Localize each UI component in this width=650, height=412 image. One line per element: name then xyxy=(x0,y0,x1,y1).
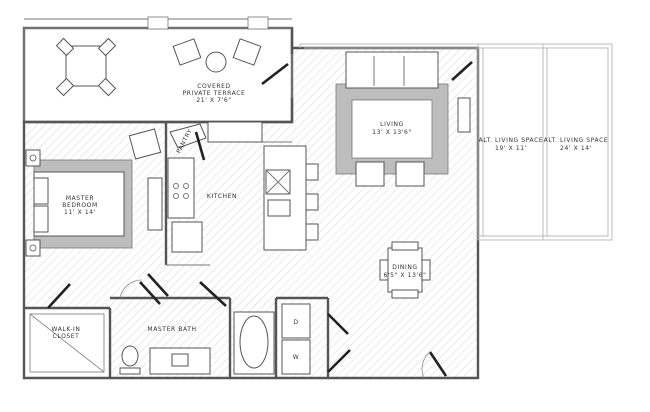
alt-living-2-size: 24' X 14' xyxy=(560,145,592,152)
bedroom-furniture xyxy=(25,128,163,257)
washer-label: W xyxy=(293,354,300,361)
dining-furniture xyxy=(379,241,431,299)
bath-fixtures xyxy=(29,303,311,375)
alt-living-2-label: ALT. LIVING SPACE xyxy=(544,137,609,144)
master-bath-label: MASTER BATH xyxy=(147,326,196,333)
living-furniture xyxy=(335,51,471,187)
kitchen-fixtures xyxy=(167,121,319,253)
kitchen-label: KITCHEN xyxy=(207,193,237,200)
dryer-label: D xyxy=(293,319,298,326)
terrace-table-set xyxy=(55,37,262,97)
alt-living-spaces xyxy=(299,43,613,241)
room-labels: COVERED PRIVATE TERRACE 21' X 7'6" LIVIN… xyxy=(52,83,609,361)
covered-terrace xyxy=(22,16,294,124)
living-label: LIVING xyxy=(380,121,404,128)
terrace-label-line1: COVERED xyxy=(197,83,230,90)
dining-label: DINING xyxy=(392,264,417,271)
doors xyxy=(47,61,473,379)
terrace-label-line2: PRIVATE TERRACE xyxy=(183,90,246,97)
terrace-size: 21' X 7'6" xyxy=(196,97,231,104)
walk-in-closet-label-line1: WALK-IN xyxy=(52,326,81,333)
walk-in-closet-label-line2: CLOSET xyxy=(53,333,80,340)
master-bedroom-label-line2: BEDROOM xyxy=(62,202,98,209)
living-size: 13' X 13'6" xyxy=(372,129,412,136)
master-bedroom-label-line1: MASTER xyxy=(66,195,94,202)
alt-living-1-size: 19' X 11' xyxy=(495,145,527,152)
dining-size: 6'5" X 13'6" xyxy=(383,272,426,279)
master-bedroom-size: 11' X 14' xyxy=(64,209,96,216)
alt-living-1-label: ALT. LIVING SPACE xyxy=(479,137,544,144)
walls xyxy=(22,28,480,380)
